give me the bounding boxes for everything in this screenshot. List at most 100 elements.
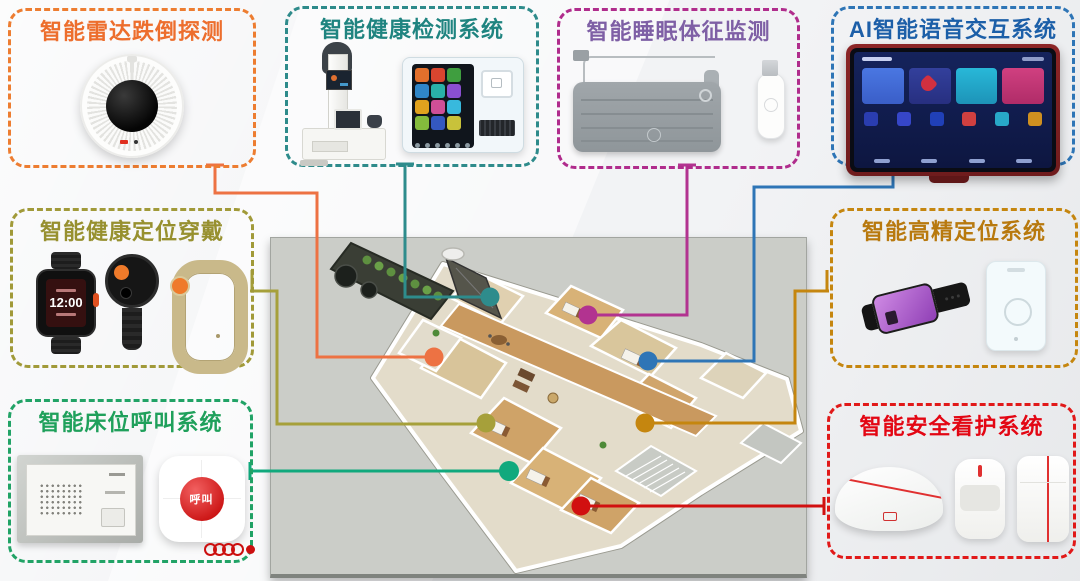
box-sleep-monitoring: 智能睡眠体征监测 — [557, 8, 800, 169]
intercom-speaker-grille — [38, 482, 83, 515]
box-health-check-system: 智能健康检测系统 — [285, 6, 539, 167]
box-title: 智能健康检测系统 — [319, 17, 504, 42]
ceiling-sensor-icon — [834, 466, 943, 531]
sos-band-strap — [122, 307, 142, 350]
band-strap — [932, 280, 972, 313]
tablet-topbar-status — [1022, 57, 1044, 62]
tablet-navbar — [874, 159, 1032, 164]
radar-ring — [87, 60, 177, 151]
vital-signs-monitor-icon — [402, 57, 524, 154]
device-row: 12:00 — [13, 246, 251, 374]
watch-time: 12:00 — [49, 295, 83, 311]
tablet-screen — [854, 52, 1052, 169]
device-row — [833, 246, 1075, 365]
tag-led — [1014, 336, 1018, 341]
sleep-mat-plug — [572, 50, 589, 62]
box-title: 智能健康定位穿戴 — [39, 219, 224, 244]
sos-band-face — [105, 253, 159, 308]
sleep-mat-sensor — [698, 89, 712, 103]
location-tag-icon — [986, 260, 1046, 351]
tag-slot — [1007, 267, 1025, 272]
sleep-mat-cable — [582, 56, 715, 85]
box-title: 智能雷达跌倒探测 — [39, 19, 224, 44]
tablet-bezel — [850, 48, 1056, 173]
intercom-wall-panel-icon — [16, 454, 143, 543]
monitor-buttons — [415, 143, 470, 149]
watch-strap-bottom — [51, 336, 81, 354]
khaki-wristband-icon — [168, 256, 248, 374]
motion-sensor-icon — [954, 458, 1005, 539]
usb-logo — [763, 98, 778, 113]
khaki-orange-button — [170, 275, 190, 296]
floor-plan-illustration — [329, 241, 804, 574]
radar-fall-detector-icon — [80, 53, 184, 158]
floor-plan-panel — [270, 237, 807, 578]
sleep-mat-logo — [646, 128, 661, 143]
tablet-app-icons — [864, 112, 1042, 127]
watch-side-button — [93, 292, 99, 307]
smartwatch-icon: 12:00 — [36, 251, 99, 360]
box-ai-voice-interaction: AI智能语音交互系统 — [831, 6, 1075, 184]
box-wearable-positioning: 智能健康定位穿戴 12:00 — [10, 208, 254, 374]
intercom-button — [100, 507, 125, 527]
sos-black-button — [120, 286, 132, 299]
box-title: 智能睡眠体征监测 — [586, 19, 771, 44]
sleep-mat-icon — [572, 50, 741, 158]
door-sensor-red-line — [1046, 455, 1049, 542]
box-title: 智能安全看护系统 — [859, 414, 1044, 439]
intercom-label — [104, 490, 125, 494]
usb-receiver-icon — [756, 60, 785, 140]
watch-strap-top — [51, 251, 81, 269]
box-title: AI智能语音交互系统 — [848, 17, 1057, 42]
voice-interaction-tablet-icon — [846, 44, 1060, 184]
ceiling-sensor-logo — [882, 511, 897, 521]
door-sensor-icon — [1016, 455, 1069, 542]
device-row — [11, 46, 253, 165]
box-radar-fall-detection: 智能雷达跌倒探测 — [8, 8, 256, 168]
monitor-printer-slot — [479, 120, 515, 137]
device-row — [830, 441, 1073, 556]
call-button-red: 呼叫 — [179, 476, 224, 521]
kiosk-footplate — [300, 160, 328, 167]
radar-button — [134, 139, 138, 144]
box-title: 智能高精定位系统 — [861, 219, 1046, 244]
motion-sensor-window — [959, 484, 1000, 511]
call-button-cord — [203, 542, 255, 556]
tablet-topbar-logo — [862, 57, 892, 62]
watch-body: 12:00 — [36, 268, 99, 337]
motion-sensor-antenna — [977, 464, 982, 477]
ceiling-sensor-red-line — [834, 474, 943, 501]
spiral-ramp — [441, 247, 465, 261]
balcony-tank — [360, 281, 378, 299]
box-high-precision-positioning: 智能高精定位系统 — [830, 208, 1078, 368]
radar-notch — [127, 55, 137, 62]
call-button-icon: 呼叫 — [158, 455, 255, 556]
tablet-stand — [929, 176, 969, 184]
radar-led — [120, 139, 128, 144]
intercom-face — [25, 463, 136, 536]
usb-connector — [761, 60, 778, 77]
monitor-nfc-pad — [481, 70, 513, 99]
device-row — [560, 46, 797, 166]
device-row: 呼叫 — [11, 437, 255, 560]
kiosk-screen — [326, 70, 352, 91]
health-kiosk-icon — [300, 42, 386, 167]
kiosk-drawer — [312, 141, 348, 153]
radar-core — [106, 79, 158, 132]
box-bed-call-system: 智能床位呼叫系统 呼叫 — [8, 399, 255, 563]
kiosk-bp-cuff — [367, 115, 382, 129]
door-sensor-seam — [1019, 481, 1066, 483]
sos-wristband-icon — [105, 253, 159, 358]
monitor-app-grid — [412, 64, 474, 149]
watch-face: 12:00 — [46, 278, 86, 327]
tablet-app-tiles — [862, 68, 1044, 105]
balcony-tank — [334, 264, 358, 288]
kiosk-monitor — [334, 109, 362, 131]
device-row — [288, 42, 536, 167]
band-face — [870, 281, 941, 336]
sleep-mat — [572, 82, 721, 153]
box-title: 智能床位呼叫系统 — [38, 410, 223, 435]
intercom-label — [108, 472, 125, 476]
purple-band-icon — [856, 263, 975, 347]
